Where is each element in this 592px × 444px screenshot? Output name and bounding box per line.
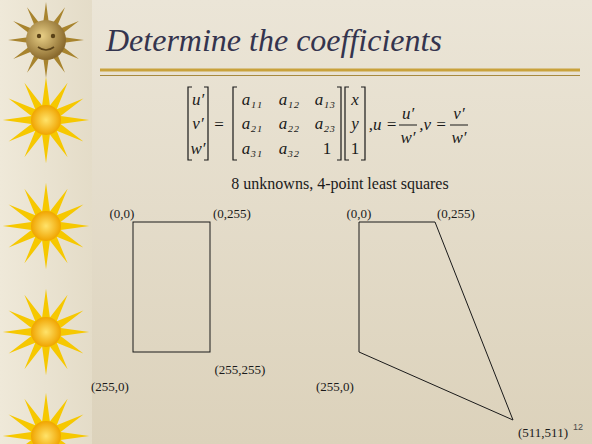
coordinate-label: (255,0) xyxy=(91,380,129,393)
sun-star xyxy=(3,77,89,163)
page-number: 12 xyxy=(573,423,583,432)
note-text: 8 unknowns, 4-point least squares xyxy=(231,176,448,192)
vector-entry: v′ xyxy=(192,115,203,132)
matrix-entry: a₃₂ xyxy=(279,140,299,157)
matrix-entry: a₁₃ xyxy=(315,91,335,108)
fraction-denominator: w′ xyxy=(400,129,415,146)
coordinate-label: (255,0) xyxy=(316,380,354,393)
matrix-entry: 1 xyxy=(323,140,332,157)
fraction-numerator: v′ xyxy=(453,105,464,122)
target-quad xyxy=(359,222,513,420)
title-rule xyxy=(100,75,580,76)
vector-entry: w′ xyxy=(190,140,205,157)
matrix-entry: a₂₂ xyxy=(279,115,299,132)
side-strip xyxy=(0,0,92,444)
matrix-entry: a₂₃ xyxy=(315,115,335,132)
equals-sign: = xyxy=(214,116,224,133)
matrix-entry: a₃₁ xyxy=(242,140,262,157)
coordinate-label: (0,0) xyxy=(110,207,135,220)
coordinate-label: (255,255) xyxy=(215,363,266,376)
sun-star xyxy=(3,289,89,375)
coordinate-label: (511,511) xyxy=(518,426,568,439)
title-rule xyxy=(100,69,580,72)
vector-entry: u′ xyxy=(192,91,204,108)
coordinate-label: (0,255) xyxy=(213,207,251,220)
matrix-entry: a₁₂ xyxy=(279,91,299,108)
equation-text: ,u = xyxy=(369,116,397,133)
source-square xyxy=(133,222,210,352)
fraction-numerator: u′ xyxy=(402,105,414,122)
slide-title: Determine the coefficients xyxy=(106,24,442,56)
vector-entry: 1 xyxy=(351,140,360,157)
fraction-denominator: w′ xyxy=(451,129,466,146)
vector-entry: y xyxy=(351,115,359,132)
equation-text: ,v = xyxy=(419,116,447,133)
matrix-entry: a₂₁ xyxy=(242,115,262,132)
vector-entry: x xyxy=(351,91,359,108)
coordinate-label: (0,255) xyxy=(437,207,475,220)
sun-star xyxy=(3,393,89,444)
matrix-brackets xyxy=(188,87,365,160)
sun-face xyxy=(8,2,84,78)
matrix-entry: a₁₁ xyxy=(242,91,262,108)
coordinate-label: (0,0) xyxy=(347,207,372,220)
sun-star xyxy=(3,183,89,269)
